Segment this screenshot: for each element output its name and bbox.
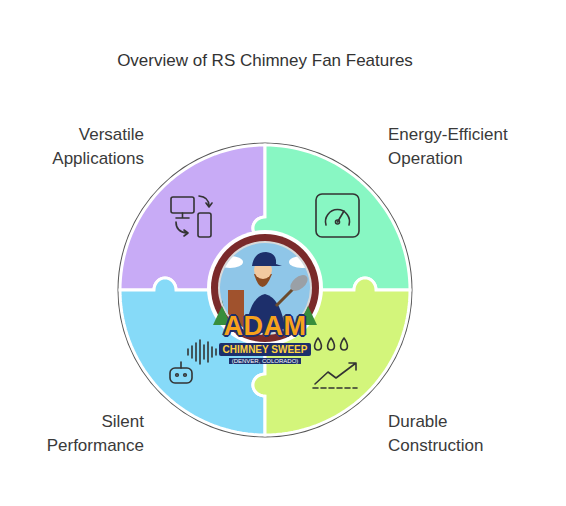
feature-label: Versatile Applications (4, 123, 144, 171)
sync-arrow (176, 222, 188, 236)
logo-text: ADAM (224, 311, 307, 342)
robot-eye (176, 374, 179, 377)
water-drop (328, 338, 335, 350)
gauge-dial (326, 210, 350, 225)
trend-baseline (313, 387, 357, 389)
brush-head (287, 272, 310, 294)
cloud (289, 256, 315, 268)
monitor-icon (171, 197, 194, 213)
outer-circle (119, 144, 412, 437)
phone-icon (198, 213, 211, 237)
sweep-cap (252, 252, 282, 266)
robot-eye (184, 374, 187, 377)
feature-label: Energy-Efficient Operation (388, 123, 528, 171)
water-drop (315, 338, 322, 350)
trend-arrow (315, 363, 356, 384)
water-drop (341, 338, 348, 350)
badge-ring (211, 234, 319, 342)
monitor-stand (176, 213, 189, 218)
badge-rim (207, 230, 323, 346)
cloud (217, 256, 243, 268)
feature-label: Silent Performance (4, 410, 144, 458)
feature-label: Durable Construction (388, 410, 528, 458)
diagram-title: Overview of RS Chimney Fan Features (0, 51, 530, 71)
gauge-hub (336, 220, 340, 224)
sync-arrow (199, 196, 212, 207)
speaker-robot-icon (170, 368, 192, 383)
logo-text: (DENVER, COLORADO) (229, 358, 302, 364)
sound-wave (188, 340, 216, 364)
logo-text: CHIMNEY SWEEP (219, 343, 312, 356)
gauge-frame (316, 194, 359, 237)
robot-antenna (180, 362, 182, 368)
piece-fill (120, 278, 265, 435)
